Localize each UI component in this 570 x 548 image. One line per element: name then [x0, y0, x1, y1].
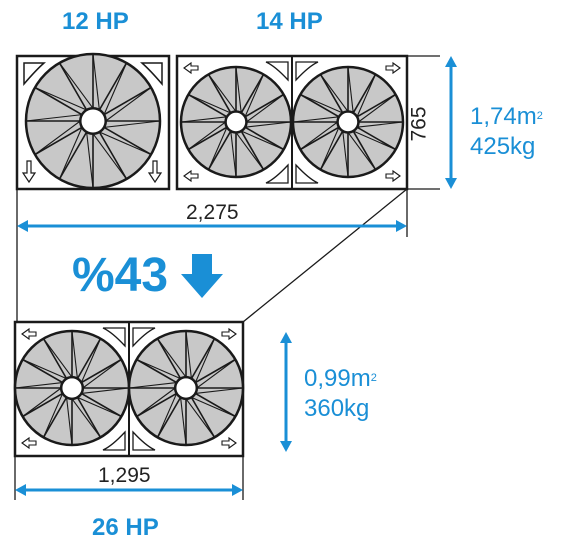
corner-triangle-icon [140, 62, 163, 87]
side-arrow-icon [385, 169, 401, 183]
corner-triangle-icon [265, 61, 289, 82]
unit-14hp [175, 54, 409, 191]
bottom-weight: 360kg [304, 395, 370, 422]
dimension-arrow-width-bottom [15, 484, 243, 496]
unit-12hp [15, 52, 171, 191]
hp-label-12: 12 HP [62, 8, 129, 35]
fan-icon [13, 329, 131, 447]
hp-label-26: 26 HP [92, 514, 159, 541]
dimension-arrow-width-top [17, 220, 407, 232]
dimension-arrow-height-top [445, 56, 457, 189]
side-arrow-icon [183, 61, 199, 75]
reduction-percent: %43 [72, 249, 169, 302]
fan-icon [127, 329, 245, 447]
corner-triangle-icon [132, 430, 156, 451]
fan-icon [24, 52, 162, 190]
corner-triangle-icon [295, 163, 319, 184]
side-arrow-icon [183, 169, 199, 183]
top-width-value: 2,275 [186, 201, 239, 224]
side-arrow-icon [221, 436, 237, 450]
corner-triangle-icon [132, 327, 156, 348]
bottom-specs: 0,99m2 360kg [304, 364, 377, 424]
side-arrow-icon [385, 61, 401, 75]
bottom-width-value: 1,295 [98, 464, 151, 487]
fan-icon [179, 65, 293, 179]
top-area: 1,74m2 [470, 103, 543, 130]
top-weight: 425kg [470, 133, 536, 160]
fan-icon [291, 65, 405, 179]
corner-triangle-icon [102, 430, 126, 451]
side-arrow-icon [221, 327, 237, 341]
corner-triangle-icon [23, 62, 46, 87]
corner-triangle-icon [295, 61, 319, 82]
top-specs: 1,74m2 425kg [470, 102, 543, 162]
top-height-value: 765 [407, 106, 431, 142]
unit-26hp [13, 320, 245, 458]
dimension-arrow-height-bottom [280, 332, 292, 452]
corner-triangle-icon [102, 327, 126, 348]
side-arrow-icon [21, 436, 37, 450]
bottom-area: 0,99m2 [304, 365, 377, 392]
outlet-arrow-icon [147, 160, 163, 184]
down-arrow-icon [181, 254, 223, 298]
corner-triangle-icon [265, 163, 289, 184]
extension-lines [14, 55, 440, 500]
outlet-arrow-icon [21, 160, 37, 184]
side-arrow-icon [21, 327, 37, 341]
hp-label-14: 14 HP [256, 8, 323, 35]
